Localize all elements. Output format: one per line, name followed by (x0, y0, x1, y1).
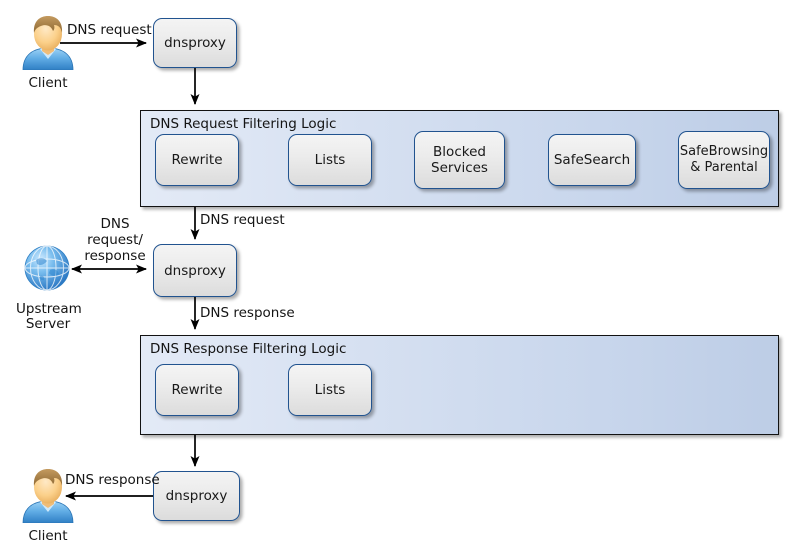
stage-label: Lists (314, 382, 346, 398)
response-panel-title: DNS Response Filtering Logic (150, 341, 347, 357)
actor-client-top: Client (16, 14, 80, 91)
stage-safebrowsing-parental[interactable]: SafeBrowsing & Parental (678, 131, 770, 189)
stage-label: Lists (314, 152, 346, 168)
request-panel-title: DNS Request Filtering Logic (150, 116, 337, 132)
user-icon (22, 16, 74, 71)
stage-safesearch[interactable]: SafeSearch (548, 134, 636, 186)
label-upstream-exchange: DNS request/ response (76, 216, 154, 264)
stage-label: Rewrite (171, 152, 223, 168)
stage-rewrite-response[interactable]: Rewrite (155, 364, 239, 416)
stage-rewrite-request[interactable]: Rewrite (155, 134, 239, 186)
label-upstream-line2: request/ (87, 232, 143, 248)
stage-lists-response[interactable]: Lists (288, 364, 372, 416)
actor-caption-line1: Upstream (16, 301, 82, 317)
stage-label-line1: Blocked (433, 144, 486, 160)
dnsproxy-label: dnsproxy (165, 488, 228, 504)
stage-label-line2: & Parental (690, 160, 758, 175)
label-proxy-to-request-panel: DNS request (200, 212, 285, 228)
label-proxy-to-response-panel: DNS response (200, 305, 295, 321)
actor-caption-line2: Server (25, 316, 71, 332)
stage-blocked-services[interactable]: Blocked Services (414, 131, 505, 189)
stage-label: SafeSearch (553, 152, 631, 168)
label-client-to-proxy: DNS request (67, 22, 152, 38)
dnsproxy-middle[interactable]: dnsproxy (153, 244, 237, 297)
dnsproxy-top[interactable]: dnsproxy (153, 18, 237, 68)
user-icon (22, 469, 74, 524)
label-proxy-to-client: DNS response (65, 472, 160, 488)
dnsproxy-label: dnsproxy (164, 35, 226, 51)
label-upstream-line1: DNS (100, 216, 130, 232)
actor-client-bottom: Client (16, 467, 80, 544)
label-upstream-line3: response (84, 248, 146, 264)
dnsproxy-bottom[interactable]: dnsproxy (153, 471, 240, 521)
stage-lists-request[interactable]: Lists (288, 134, 372, 186)
dns-response-filtering-panel: DNS Response Filtering Logic (140, 335, 779, 435)
stage-label-line2: Services (431, 160, 488, 176)
globe-icon (24, 245, 70, 291)
stage-label-line1: SafeBrowsing (679, 144, 769, 159)
stage-label: Rewrite (171, 382, 223, 398)
actor-caption: Client (28, 75, 68, 91)
actor-upstream-server: Upstream Server (16, 240, 82, 332)
actor-caption: Client (28, 528, 68, 544)
dnsproxy-label: dnsproxy (164, 262, 226, 279)
